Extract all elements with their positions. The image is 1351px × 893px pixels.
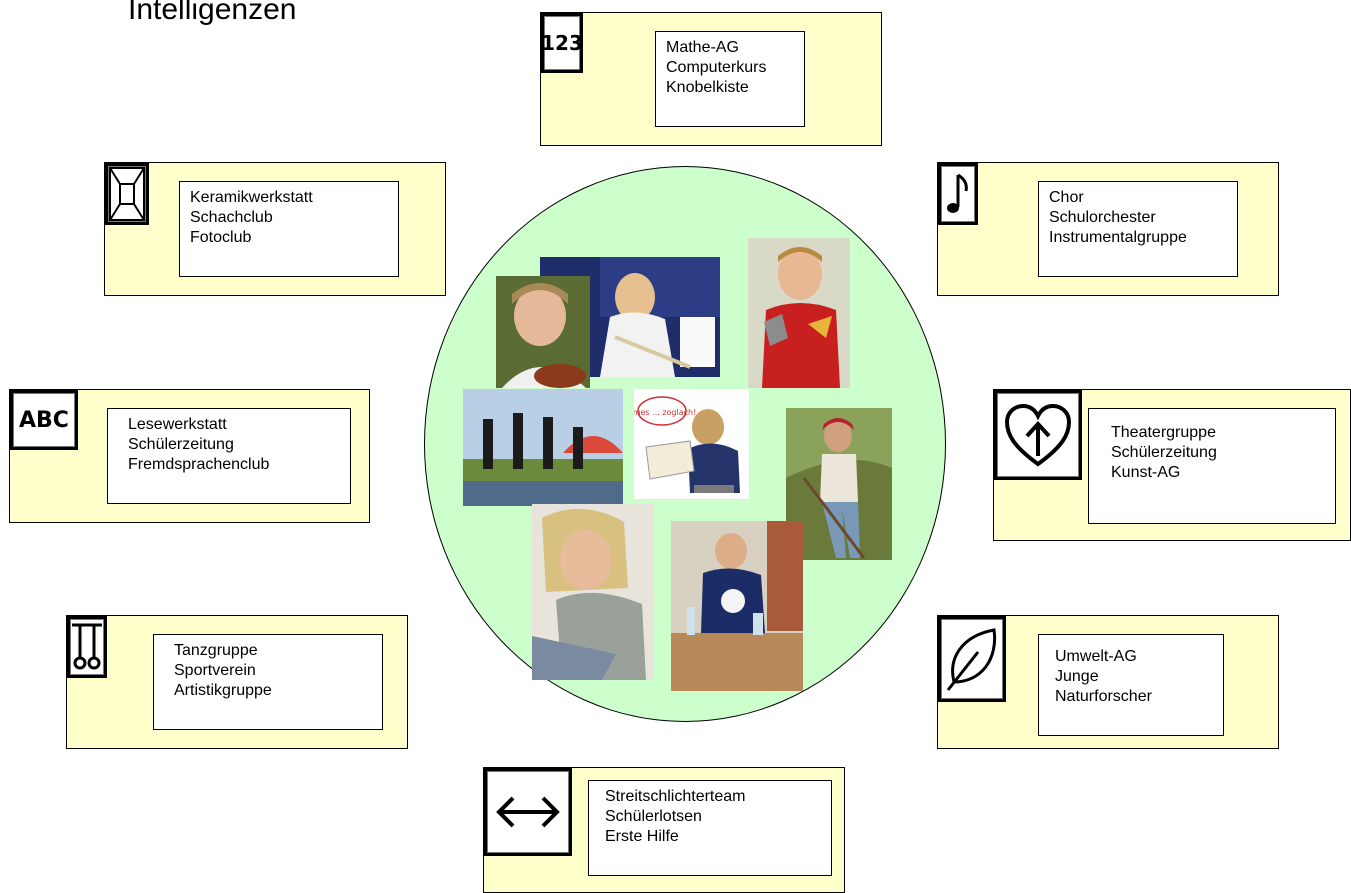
card-intrapersonal-item: Theatergruppe	[1111, 424, 1216, 441]
card-math: 123 Mathe-AG Computerkurs Knobelkiste	[540, 12, 882, 146]
card-math-item: Mathe-AG	[666, 39, 739, 56]
card-language-item: Fremdsprachenclub	[128, 456, 270, 473]
card-math-item: Knobelkiste	[666, 79, 749, 96]
card-interpersonal-item: Streitschlichterteam	[605, 788, 746, 805]
heart-arrow-icon	[994, 390, 1082, 480]
photo-speech-bubble: Emes ... zoglach!	[634, 408, 696, 417]
photo-boy-reading: Emes ... zoglach!	[634, 389, 749, 499]
photo-climbing-girl	[786, 408, 892, 560]
card-intrapersonal-list: Theatergruppe Schülerzeitung Kunst-AG	[1088, 408, 1336, 524]
photo-boy-crafts	[748, 238, 850, 388]
card-spatial-item: Keramikwerkstatt	[190, 189, 313, 206]
abc-letters-icon: ABC	[10, 390, 78, 450]
card-body-list: Tanzgruppe Sportverein Artistikgruppe	[153, 634, 383, 730]
gymnastic-rings-icon	[67, 616, 107, 678]
double-arrow-icon	[484, 768, 572, 856]
photo-boy-experiment	[671, 521, 803, 691]
card-intrapersonal-item: Schülerzeitung	[1111, 444, 1217, 461]
card-language: ABC Lesewerkstatt Schülerzeitung Fremdsp…	[9, 389, 370, 523]
card-interpersonal-item: Erste Hilfe	[605, 828, 679, 845]
photo-girl-chicken	[496, 276, 590, 388]
music-note-icon	[938, 163, 978, 225]
card-nature-list: Umwelt-AG Junge Naturforscher	[1038, 634, 1224, 736]
card-nature-item: Umwelt-AG	[1055, 648, 1137, 665]
page-title: Intelligenzen	[128, 0, 297, 26]
card-music-list: Chor Schulorchester Instrumentalgruppe	[1038, 181, 1238, 277]
card-interpersonal-list: Streitschlichterteam Schülerlotsen Erste…	[588, 780, 832, 876]
photo-girl-laptop	[532, 504, 654, 680]
photo-cheerleaders	[463, 389, 623, 506]
card-language-item: Lesewerkstatt	[128, 416, 227, 433]
card-body-item: Tanzgruppe	[174, 642, 258, 659]
card-nature-item: Junge	[1055, 668, 1099, 685]
card-math-item: Computerkurs	[666, 59, 767, 76]
card-language-item: Schülerzeitung	[128, 436, 234, 453]
card-interpersonal: Streitschlichterteam Schülerlotsen Erste…	[483, 767, 845, 893]
numbers-123-icon: 123	[541, 13, 583, 73]
card-music: Chor Schulorchester Instrumentalgruppe	[937, 162, 1279, 296]
card-body-item: Artistikgruppe	[174, 682, 272, 699]
card-body-item: Sportverein	[174, 662, 256, 679]
card-spatial-item: Fotoclub	[190, 229, 252, 246]
box-perspective-icon	[105, 163, 149, 225]
card-body: Tanzgruppe Sportverein Artistikgruppe	[66, 615, 408, 749]
card-spatial-list: Keramikwerkstatt Schachclub Fotoclub	[179, 181, 399, 277]
card-music-item: Schulorchester	[1049, 209, 1156, 226]
card-intrapersonal: Theatergruppe Schülerzeitung Kunst-AG	[993, 389, 1351, 541]
card-language-list: Lesewerkstatt Schülerzeitung Fremdsprach…	[107, 408, 351, 504]
card-spatial-item: Schachclub	[190, 209, 273, 226]
card-music-item: Instrumentalgruppe	[1049, 229, 1187, 246]
card-nature: Umwelt-AG Junge Naturforscher	[937, 615, 1279, 749]
card-intrapersonal-item: Kunst-AG	[1111, 464, 1181, 481]
card-nature-item: Naturforscher	[1055, 688, 1152, 705]
leaf-icon	[938, 616, 1006, 702]
card-spatial: Keramikwerkstatt Schachclub Fotoclub	[104, 162, 446, 296]
card-math-list: Mathe-AG Computerkurs Knobelkiste	[655, 31, 805, 127]
card-interpersonal-item: Schülerlotsen	[605, 808, 702, 825]
card-music-item: Chor	[1049, 189, 1084, 206]
